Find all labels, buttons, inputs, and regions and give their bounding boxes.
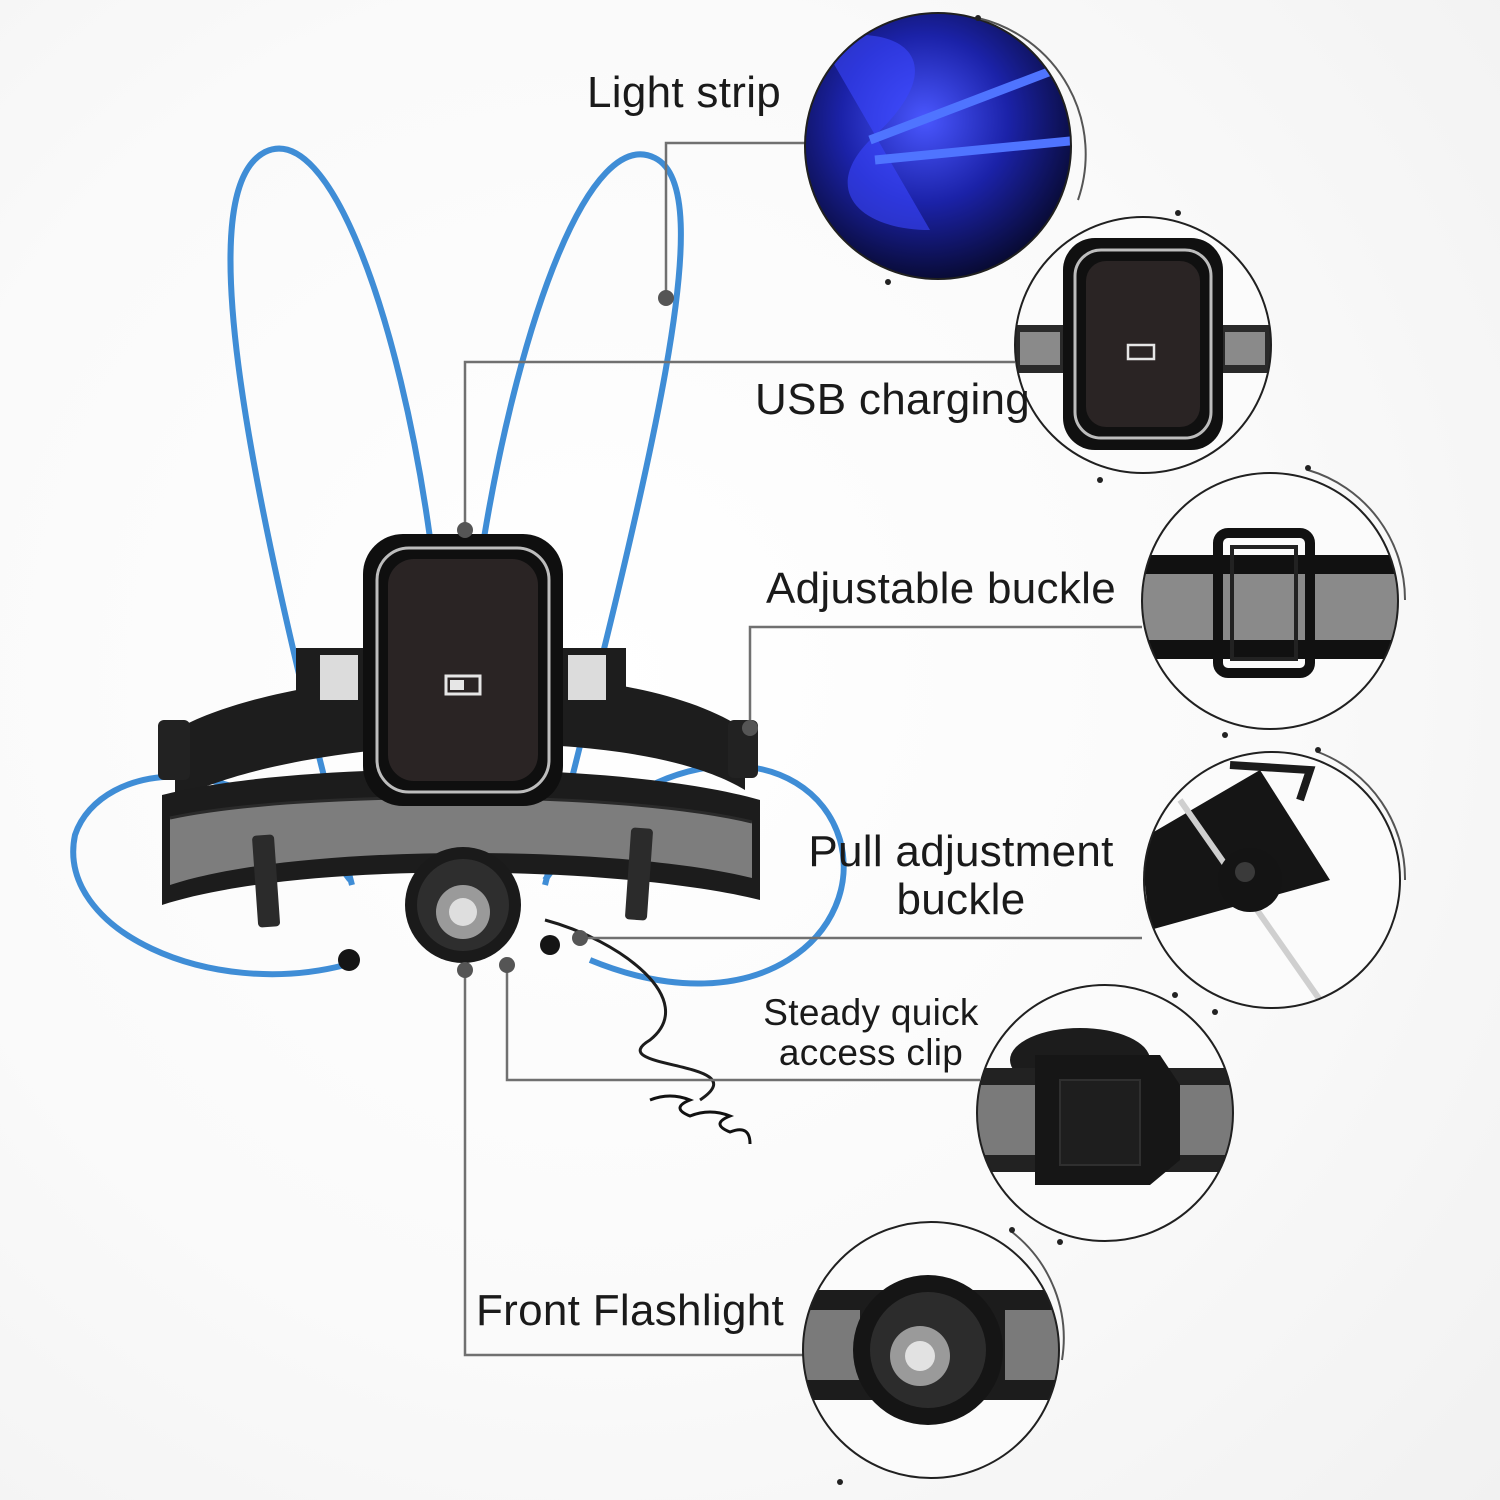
label-front-flashlight-line-1: Front Flashlight (476, 1286, 785, 1335)
light-strip-closeup-icon (804, 12, 1087, 285)
leader-line-steady-clip (505, 965, 980, 1082)
battery-pack (296, 534, 626, 806)
flashlight-head (338, 847, 752, 1145)
leader-line-light-strip (664, 141, 805, 298)
label-adjustable-buckle: Adjustable buckle (766, 565, 1116, 613)
label-front-flashlight: Front Flashlight (476, 1287, 784, 1335)
leader-dots (457, 290, 758, 978)
leader-lines (463, 141, 1142, 1357)
front-flashlight-icon (802, 1221, 1065, 1485)
label-steady-clip-line-1: Steady quick (763, 992, 979, 1033)
label-pull-adjustment-line-2: buckle (896, 874, 1026, 924)
leader-line-adjustable-buckle (748, 625, 1142, 728)
leader-line-usb-charging (463, 360, 1015, 530)
label-steady-clip-line-2: access clip (778, 1031, 964, 1073)
label-usb-charging-line-1: USB charging (755, 375, 1031, 424)
label-steady-quick-access-clip: Steady quick access clip (755, 993, 987, 1073)
label-light-strip-line-1: Light strip (587, 68, 782, 117)
usb-charging-pack-icon (1014, 210, 1272, 483)
side-release-clip-icon (976, 984, 1234, 1245)
label-light-strip: Light strip (587, 69, 781, 117)
product-illustration (70, 145, 847, 1145)
slide-buckle-icon (1141, 465, 1407, 738)
cord-lock-icon (1143, 747, 1407, 1015)
label-pull-adjustment-buckle: Pull adjustment buckle (805, 828, 1117, 923)
label-pull-adjustment-line-1: Pull adjustment (808, 827, 1114, 876)
label-adjustable-buckle-line-1: Adjustable buckle (766, 564, 1116, 613)
leader-line-front-flashlight (463, 970, 805, 1357)
label-usb-charging: USB charging (755, 376, 1030, 424)
